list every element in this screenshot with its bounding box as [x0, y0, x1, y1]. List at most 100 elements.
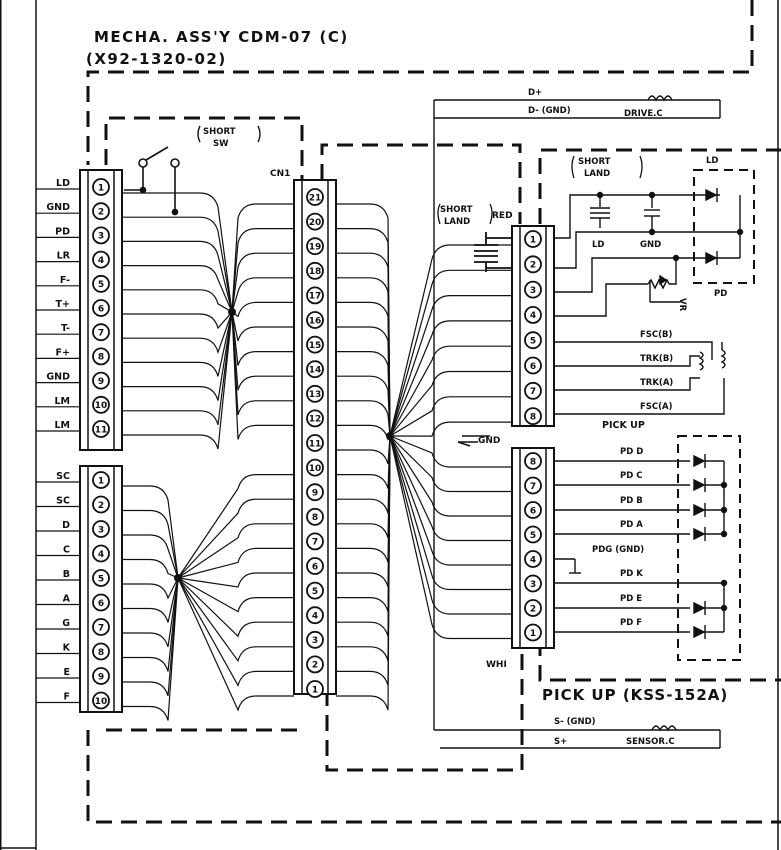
- cn1-pin-circle: [306, 532, 324, 551]
- bundle-wire: [122, 485, 179, 579]
- short-land-left-1: SHORT: [440, 205, 473, 215]
- cn1-pin-number: 16: [309, 316, 322, 326]
- sensor-name: SENSOR.C: [626, 737, 675, 747]
- connector-b-pin-circle: [92, 544, 110, 563]
- coil-label-fsca: FSC(A): [640, 402, 673, 412]
- connector-b-signal-label: G: [62, 618, 70, 629]
- ld-cap-label: LD: [592, 240, 604, 250]
- bundle-wire: [177, 577, 294, 613]
- bundle-wire: [336, 351, 391, 437]
- cn1-pin-number: 19: [309, 243, 322, 253]
- red-pin-number: 6: [530, 362, 536, 372]
- connector-b-pin-circle: [92, 569, 110, 587]
- junctions: [174, 308, 394, 582]
- cn1-pin-number: 14: [309, 366, 322, 376]
- bundle-wire: [177, 547, 294, 579]
- connector-a-pin-circle: [92, 323, 110, 342]
- short-land-left-2: LAND: [444, 217, 470, 227]
- cn1-pin-circle: [306, 630, 324, 649]
- bundle-wire: [122, 311, 233, 355]
- cn1-pin-circle: [306, 311, 324, 329]
- bundle-wire: [336, 435, 391, 538]
- bundle-wire: [122, 509, 179, 579]
- bundle-wire: [231, 228, 294, 313]
- cn1-pin-circle: [306, 409, 324, 428]
- cn1-pin-circle: [306, 261, 324, 280]
- bundle-wire: [122, 577, 179, 672]
- whi-label: WHI: [486, 660, 507, 670]
- bundle-wire: [122, 192, 233, 313]
- red-pin-number: 5: [530, 337, 536, 347]
- bundle-wire: [177, 523, 294, 579]
- whi-pin-number: 7: [530, 482, 536, 492]
- connector-a-pin-circle: [92, 299, 110, 317]
- whi-pin-number: 3: [530, 580, 536, 590]
- bundle-wire: [336, 301, 391, 437]
- bundle-wire: [122, 216, 233, 313]
- connector-b-pin-number: 9: [98, 672, 104, 682]
- bundle-wire: [231, 203, 294, 313]
- connector-a-pin-number: 5: [98, 280, 104, 290]
- bundle-wire: [177, 577, 294, 663]
- bundle-wire: [177, 577, 294, 638]
- connector-a-pin-number: 6: [98, 304, 104, 314]
- photodiode-icon: [693, 601, 706, 615]
- connector-a-signal-label: T+: [56, 299, 70, 310]
- pd-top-label: PD: [714, 289, 727, 299]
- red-pin-number: 3: [530, 286, 536, 296]
- red-pin-circle: [524, 381, 542, 400]
- vr-label: VR: [677, 298, 687, 312]
- cn1-pin-number: 13: [309, 390, 322, 400]
- red-pin-circle: [524, 407, 542, 426]
- cn1-pin-circle: [306, 188, 324, 206]
- photodiode-icon: [693, 478, 706, 492]
- connector-a-signal-label: F+: [56, 347, 70, 358]
- red-pin-circle: [524, 356, 542, 375]
- cn1-pin-circle: [306, 655, 324, 674]
- bundle-wire: [231, 311, 294, 342]
- bundle-wire: [122, 577, 179, 721]
- whi-pin-circle: [524, 476, 542, 495]
- bundle-wire: [177, 498, 294, 579]
- bundle-wire: [389, 435, 512, 468]
- bundle-wire: [177, 572, 294, 588]
- pd-label: PDG (GND): [592, 545, 644, 555]
- bundle-wire: [231, 252, 294, 313]
- whi-pin-number: 4: [530, 555, 536, 565]
- whi-pin-circle: [524, 501, 542, 519]
- bundle-wire: [122, 577, 179, 623]
- title-line2: (X92-1320-02): [86, 50, 227, 68]
- bundle-wire: [336, 435, 391, 686]
- junction-dot: [720, 579, 728, 587]
- junction-dot: [720, 481, 728, 489]
- pd-label: PD E: [620, 594, 642, 604]
- cn1-pin-number: 12: [309, 415, 322, 425]
- red-pin-circle: [524, 255, 542, 274]
- connector-b-signal-label: D: [62, 520, 70, 531]
- connector-a-signal-label: T-: [61, 323, 70, 334]
- connector-b-pin-circle: [92, 520, 110, 538]
- short-land-right-2: LAND: [584, 169, 610, 179]
- coil-label-trka: TRK(A): [640, 378, 673, 388]
- bundle-wire: [122, 577, 179, 697]
- cn1-pin-circle: [306, 212, 324, 231]
- bundle-wire: [122, 240, 233, 313]
- whi-pin-number: 5: [530, 531, 536, 541]
- bundle-wire: [389, 370, 512, 437]
- connector-b-signal-label: C: [63, 545, 70, 556]
- photodiode-icon: [693, 454, 706, 468]
- connector-b-pin-circle: [92, 593, 110, 612]
- connector-b-pin-number: 6: [98, 599, 104, 609]
- bundle-wire: [336, 435, 391, 588]
- connector-a-pin-circle: [92, 202, 110, 221]
- cn1-pin-number: 10: [309, 464, 322, 474]
- drive-dminus: D- (GND): [528, 106, 571, 116]
- cn1-pin-circle: [306, 458, 324, 477]
- connector-a-signal-label: LR: [57, 251, 71, 262]
- bundle-wire: [122, 311, 233, 330]
- connector-a-pin-circle: [92, 274, 110, 293]
- red-pin-number: 2: [530, 261, 536, 271]
- whi-pin-circle: [524, 599, 542, 617]
- bundle-wire: [122, 311, 233, 401]
